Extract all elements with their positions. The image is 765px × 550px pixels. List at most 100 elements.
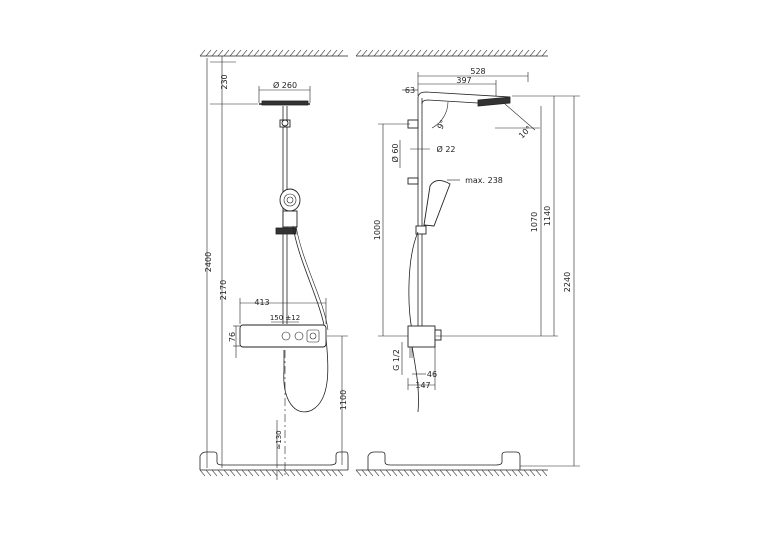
front-view <box>239 100 329 475</box>
hatch-line <box>277 49 284 57</box>
hatch-line <box>421 49 428 57</box>
hatch-line <box>475 49 482 57</box>
hatch-line <box>331 469 338 477</box>
hatch-line <box>241 469 248 477</box>
hatch-line <box>295 49 302 57</box>
dim-2240-label: 2240 <box>563 272 572 292</box>
hatch-line <box>313 469 320 477</box>
dim-max238-label: max. 238 <box>465 176 503 185</box>
hatch-line <box>403 469 410 477</box>
hatch-line <box>511 49 518 57</box>
hatch-line <box>505 469 512 477</box>
hatch-line <box>409 469 416 477</box>
hatch-line <box>325 469 332 477</box>
dim-1070-label: 1070 <box>530 212 539 232</box>
dim-diam22-label: Ø 22 <box>436 144 455 154</box>
hatch-line <box>295 469 302 477</box>
dim-63-label: 63 <box>405 86 415 95</box>
hatch-line <box>217 49 224 57</box>
hatch-line <box>259 469 266 477</box>
floor-left <box>199 469 348 477</box>
hatch-line <box>475 469 482 477</box>
bathtub-left <box>199 451 349 470</box>
hatch-line <box>445 469 452 477</box>
hatch-line <box>307 469 314 477</box>
hatch-line <box>439 469 446 477</box>
hatch-line <box>481 49 488 57</box>
floor-right <box>355 469 548 477</box>
side-view <box>407 91 511 413</box>
hatch-line <box>199 49 206 57</box>
hatch-line <box>331 49 338 57</box>
dim-diam60-label: Ø 60 <box>390 143 400 162</box>
hatch-line <box>253 49 260 57</box>
hatch-line <box>451 49 458 57</box>
hatch-line <box>457 49 464 57</box>
hatch-line <box>391 469 398 477</box>
hatch-line <box>253 469 260 477</box>
hatch-line <box>493 49 500 57</box>
hatch-line <box>235 469 242 477</box>
hatch-line <box>247 469 254 477</box>
hatch-line <box>325 49 332 57</box>
hatch-line <box>265 469 272 477</box>
hatch-line <box>529 49 536 57</box>
ceiling-left <box>199 49 348 57</box>
hatch-line <box>385 469 392 477</box>
hatch-line <box>289 469 296 477</box>
hatch-line <box>211 49 218 57</box>
hatch-line <box>247 49 254 57</box>
hatch-line <box>433 49 440 57</box>
hatch-line <box>469 469 476 477</box>
hatch-line <box>535 49 542 57</box>
hatch-line <box>283 469 290 477</box>
dim-2170-label: 2170 <box>219 280 228 300</box>
front-dimensions: 230 Ø 260 2400 2170 413 150 ±12 76 1100 … <box>204 56 348 480</box>
dim-150-label: 150 ±12 <box>270 314 300 322</box>
hand-shower <box>279 188 301 212</box>
hatch-line <box>517 469 524 477</box>
thermostat-front <box>239 324 327 348</box>
dim-413-label: 413 <box>254 298 269 307</box>
hatch-line <box>379 469 386 477</box>
hatch-line <box>265 49 272 57</box>
hatch-line <box>367 49 374 57</box>
hatch-line <box>463 469 470 477</box>
hatch-line <box>523 469 530 477</box>
hatch-line <box>499 49 506 57</box>
hatch-line <box>373 469 380 477</box>
thermostat-side <box>407 325 436 348</box>
ceiling-right <box>355 49 548 57</box>
hatch-line <box>301 469 308 477</box>
hatch-line <box>541 49 548 57</box>
hatch-line <box>451 469 458 477</box>
hatch-line <box>379 49 386 57</box>
hatch-line <box>289 49 296 57</box>
hatch-line <box>241 49 248 57</box>
hatch-line <box>421 469 428 477</box>
dim-76-label: 76 <box>228 332 237 342</box>
hatch-line <box>199 469 206 477</box>
hatch-line <box>481 469 488 477</box>
dim-2400-label: 2400 <box>204 252 213 272</box>
hatch-line <box>505 49 512 57</box>
hatch-line <box>529 469 536 477</box>
dim-46-label: 46 <box>427 370 437 379</box>
hatch-line <box>211 469 218 477</box>
dim-1100-label: 1100 <box>339 390 348 410</box>
dim-g12-label: G 1/2 <box>392 349 401 371</box>
hatch-line <box>487 49 494 57</box>
dim-130-label: ≈130 <box>275 430 283 449</box>
hatch-line <box>469 49 476 57</box>
hatch-line <box>487 469 494 477</box>
bathtub-right <box>367 451 521 470</box>
hatch-line <box>337 49 344 57</box>
hatch-line <box>217 469 224 477</box>
hatch-line <box>445 49 452 57</box>
hatch-line <box>283 49 290 57</box>
hatch-line <box>229 469 236 477</box>
hatch-line <box>235 49 242 57</box>
side-dimensions: 528 397 63 9° 10° Ø 60 Ø 22 max. 238 100… <box>373 67 580 467</box>
hatch-line <box>319 469 326 477</box>
